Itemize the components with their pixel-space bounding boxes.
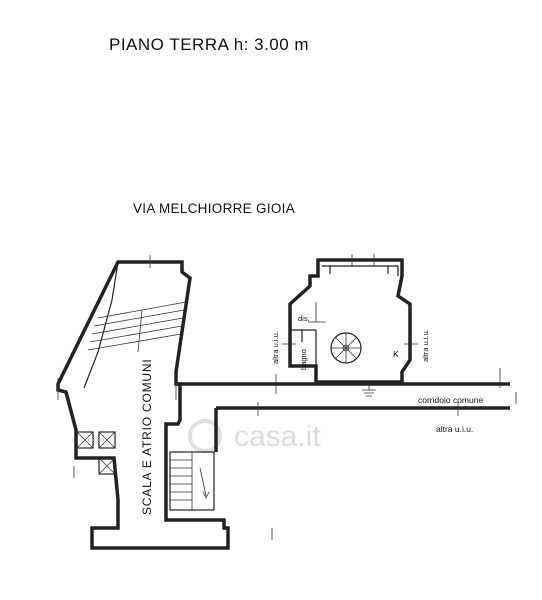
bagno-label: bagno <box>299 349 308 370</box>
common-corridor: corridoio comune altra u.i.u. <box>175 368 517 540</box>
entrance-symbol <box>362 384 376 397</box>
apartment-unit: dis. bagno K altra u.i.u. altra u.i.u. <box>271 254 430 384</box>
kitchen-label: K <box>393 349 399 359</box>
altra-uiu-right-label: altra u.i.u. <box>421 329 430 362</box>
altra-uiu-bottom-label: altra u.i.u. <box>436 424 473 434</box>
plan-title: PIANO TERRA h: 3.00 m <box>109 35 309 54</box>
stairs-common-label: SCALA E ATRIO COMUNI <box>140 359 154 515</box>
stair-atrium-block: SCALA E ATRIO COMUNI <box>56 255 230 550</box>
street-name: VIA MELCHIORRE GIOIA <box>133 201 295 216</box>
watermark: casa.it <box>188 419 321 453</box>
dis-label: dis. <box>298 314 310 323</box>
lower-stair-flight <box>169 451 215 511</box>
spiral-staircase <box>330 332 362 364</box>
shaft-boxes <box>76 431 116 475</box>
upper-stair-treads <box>87 301 187 353</box>
altra-uiu-left-label: altra u.i.u. <box>271 331 280 364</box>
watermark-text: casa.it <box>234 420 321 453</box>
corridor-label: corridoio comune <box>418 395 483 405</box>
